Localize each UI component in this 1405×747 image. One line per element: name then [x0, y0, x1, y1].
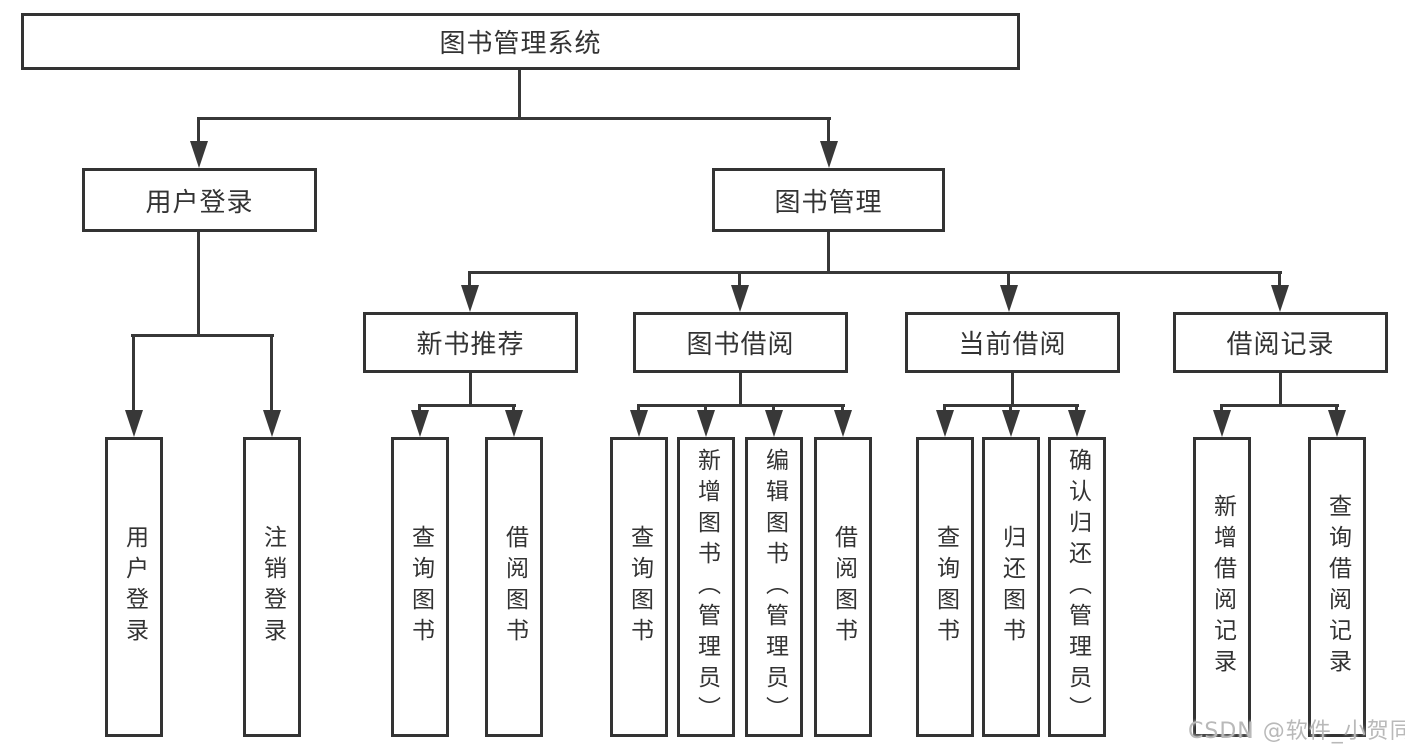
arrow-down-icon	[765, 410, 783, 437]
connector-line	[1075, 404, 1078, 412]
arrow-down-icon	[697, 410, 715, 437]
arrow-down-icon	[505, 410, 523, 437]
node-book-borrow: 图书借阅	[633, 312, 848, 373]
connector-line	[841, 404, 844, 412]
arrow-down-icon	[1002, 410, 1020, 437]
connector-line	[1007, 271, 1010, 287]
arrow-down-icon	[936, 410, 954, 437]
arrow-down-icon	[1213, 410, 1231, 437]
arrow-down-icon	[1328, 410, 1346, 437]
arrow-down-icon	[461, 285, 479, 312]
connector-line	[704, 404, 707, 412]
node-root: 图书管理系统	[21, 13, 1020, 70]
connector-line	[1278, 271, 1281, 287]
connector-line	[1335, 404, 1338, 412]
connector-line	[132, 334, 135, 411]
arrow-down-icon	[125, 410, 143, 437]
arrow-down-icon	[1068, 410, 1086, 437]
connector-line	[131, 334, 274, 337]
node-current-borrow: 当前借阅	[905, 312, 1120, 373]
connector-line	[469, 373, 472, 406]
connector-line	[418, 404, 516, 407]
arrow-down-icon	[820, 141, 838, 168]
arrow-down-icon	[411, 410, 429, 437]
connector-line	[270, 334, 273, 411]
connector-line	[197, 232, 200, 337]
leaf-query-books-borrow: 查询图书	[610, 437, 668, 737]
leaf-logout: 注销登录	[243, 437, 301, 737]
connector-line	[637, 404, 845, 407]
arrow-down-icon	[630, 410, 648, 437]
leaf-borrow-books: 借阅图书	[814, 437, 872, 737]
leaf-user-login: 用户登录	[105, 437, 163, 737]
leaf-return-book: 归还图书	[982, 437, 1040, 737]
connector-line	[1279, 373, 1282, 406]
connector-line	[468, 271, 1282, 274]
connector-line	[418, 404, 421, 412]
connector-line	[518, 70, 521, 120]
connector-line	[512, 404, 515, 412]
node-borrow-records: 借阅记录	[1173, 312, 1388, 373]
arrow-down-icon	[190, 141, 208, 168]
leaf-add-book-admin: 新增图书（管理员）	[677, 437, 735, 737]
leaf-query-books-recommend: 查询图书	[391, 437, 449, 737]
connector-line	[772, 404, 775, 412]
arrow-down-icon	[834, 410, 852, 437]
arrow-down-icon	[263, 410, 281, 437]
connector-line	[1009, 404, 1012, 412]
connector-line	[1220, 404, 1339, 407]
connector-line	[468, 271, 471, 287]
node-new-book-recommend: 新书推荐	[363, 312, 578, 373]
connector-line	[827, 232, 830, 274]
connector-line	[943, 404, 946, 412]
leaf-confirm-return-admin: 确认归还（管理员）	[1048, 437, 1106, 737]
connector-line	[738, 271, 741, 287]
node-book-management: 图书管理	[712, 168, 945, 232]
leaf-query-borrow-record: 查询借阅记录	[1308, 437, 1366, 737]
leaf-edit-book-admin: 编辑图书（管理员）	[745, 437, 803, 737]
connector-line	[197, 117, 200, 143]
leaf-add-borrow-record: 新增借阅记录	[1193, 437, 1251, 737]
arrow-down-icon	[731, 285, 749, 312]
connector-line	[827, 117, 830, 143]
arrow-down-icon	[1271, 285, 1289, 312]
connector-line	[197, 117, 831, 120]
connector-line	[1011, 373, 1014, 406]
connector-line	[739, 373, 742, 406]
csdn-watermark: CSDN @软件_小贺同学	[1188, 719, 1405, 744]
connector-line	[637, 404, 640, 412]
leaf-borrow-books-recommend: 借阅图书	[485, 437, 543, 737]
leaf-query-books-current: 查询图书	[916, 437, 974, 737]
node-user-login: 用户登录	[82, 168, 317, 232]
connector-line	[1220, 404, 1223, 412]
arrow-down-icon	[1000, 285, 1018, 312]
